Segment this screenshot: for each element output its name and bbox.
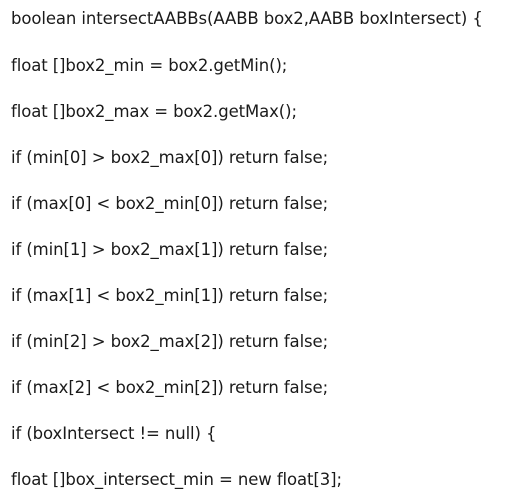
code-line-check-min-2: if (min[2] > box2_max[2]) return false;	[11, 332, 329, 351]
code-line-intersect-min: float []box_intersect_min = new float[3]…	[11, 470, 342, 489]
code-line-check-max-1: if (max[1] < box2_min[1]) return false;	[11, 286, 329, 305]
code-line-check-min-1: if (min[1] > box2_max[1]) return false;	[11, 240, 329, 259]
code-line-check-min-0: if (min[0] > box2_max[0]) return false;	[11, 148, 329, 167]
code-line-box2-max: float []box2_max = box2.getMax();	[11, 102, 297, 121]
code-line-check-max-0: if (max[0] < box2_min[0]) return false;	[11, 194, 329, 213]
code-line-check-max-2: if (max[2] < box2_min[2]) return false;	[11, 378, 329, 397]
code-line-if-intersect: if (boxIntersect != null) {	[11, 424, 217, 443]
code-line-signature: boolean intersectAABBs(AABB box2,AABB bo…	[11, 9, 483, 28]
code-line-box2-min: float []box2_min = box2.getMin();	[11, 56, 288, 75]
